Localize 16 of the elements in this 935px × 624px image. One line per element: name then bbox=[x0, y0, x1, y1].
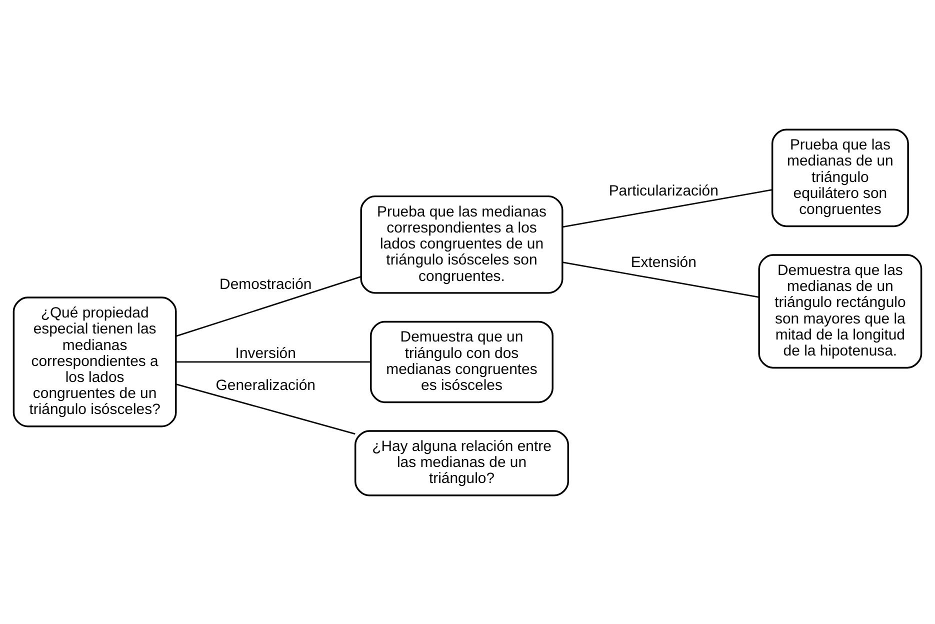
node-box: Demuestra que un triángulo con dos medianas congruentes es isósceles bbox=[370, 320, 554, 403]
connector bbox=[176, 383, 356, 434]
edge-label: Extensión bbox=[630, 253, 696, 270]
connector bbox=[176, 360, 371, 362]
edge-label: Generalización bbox=[216, 376, 316, 394]
node-box: ¿Qué propiedad especial tienen las medianas correspondientes a los lados congruentes de un triángulo isósceles? bbox=[12, 296, 177, 427]
connector bbox=[562, 261, 760, 298]
node-box: ¿Hay alguna relación entre las medianas de un triángulo? bbox=[354, 430, 570, 496]
edge-label: Demostración bbox=[220, 275, 312, 292]
edge-label: Inversión bbox=[235, 344, 296, 362]
node-box: Demuestra que las medianas de un triángulo rectángulo son mayores que la mitad de la longitud de la hipotenusa. bbox=[758, 254, 922, 368]
connector bbox=[562, 188, 772, 228]
edge-label: Particularización bbox=[608, 182, 718, 200]
connector bbox=[176, 276, 362, 336]
node-box: Prueba que las medianas correspondientes a los lados congruentes de un triángulo isósceles son congruentes. bbox=[360, 194, 564, 294]
node-box: Prueba que las medianas de un triángulo equilátero son congruentes bbox=[771, 128, 909, 227]
